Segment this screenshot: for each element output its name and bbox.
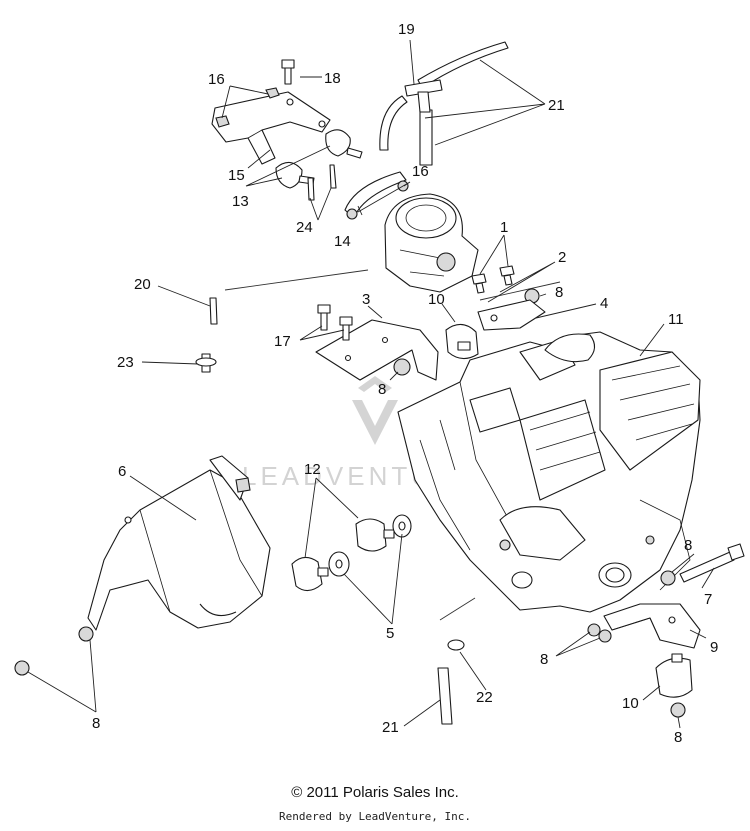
callout-8: 8: [684, 537, 692, 554]
callout-8: 8: [555, 284, 563, 301]
washers-5: [328, 514, 412, 577]
bolts-24: [307, 164, 337, 201]
nut-8-far-left: [14, 660, 30, 676]
copyright-notice: © 2011 Polaris Sales Inc.: [291, 784, 459, 801]
callout-13: 13: [232, 193, 249, 210]
upper-bracket-15: [211, 91, 331, 165]
hose-21-lower: [437, 667, 453, 725]
bolts-17: [317, 304, 353, 341]
callout-21: 21: [382, 719, 399, 736]
nut-8-lower-b: [598, 629, 612, 643]
hose-21-upper: [379, 41, 509, 166]
callout-14: 14: [334, 233, 351, 250]
callout-10: 10: [622, 695, 639, 712]
leader-lines: [27, 39, 715, 729]
bracket-4: [477, 299, 546, 331]
nut-8-middle: [393, 358, 411, 376]
callout-5: 5: [386, 625, 394, 642]
mount-10-lower: [655, 653, 693, 698]
bracket-9: [603, 603, 701, 649]
callout-1: 1: [500, 219, 508, 236]
callout-7: 7: [704, 591, 712, 608]
callout-19: 19: [398, 21, 415, 38]
pin-20: [209, 297, 218, 325]
fitting-23: [195, 353, 217, 373]
callout-8: 8: [378, 381, 386, 398]
nut-8-lower-a: [587, 623, 601, 637]
rendered-by-notice: Rendered by LeadVenture, Inc.: [278, 810, 472, 823]
engine-11: [397, 331, 701, 613]
throttle-body: [384, 193, 479, 293]
nut-8-bolt: [660, 570, 676, 586]
callout-6: 6: [118, 463, 126, 480]
callout-22: 22: [476, 689, 493, 706]
callout-23: 23: [117, 354, 134, 371]
bracket-3: [315, 319, 439, 381]
leadventure-logo-icon: [352, 376, 398, 445]
nut-8-bracket: [78, 626, 94, 642]
callout-8: 8: [540, 651, 548, 668]
callout-9: 9: [710, 639, 718, 656]
tee-fitting-19: [404, 79, 443, 113]
callout-12: 12: [304, 461, 321, 478]
callout-8: 8: [92, 715, 100, 732]
clamp-22: [447, 639, 465, 651]
callout-15: 15: [228, 167, 245, 184]
callout-20: 20: [134, 276, 151, 293]
callout-8: 8: [674, 729, 682, 746]
callout-labels: 1 2 3 4 5 6 7 8 8 8 8 8 8 9 10 10 11 12 …: [92, 21, 718, 746]
bolts-1: [471, 265, 515, 294]
callout-24: 24: [296, 219, 313, 236]
callout-3: 3: [362, 291, 370, 308]
nut-8-bottom: [670, 702, 686, 718]
callout-16: 16: [208, 71, 225, 88]
rubber-mounts-13: [275, 129, 363, 189]
callout-18: 18: [324, 70, 341, 87]
callout-21: 21: [548, 97, 565, 114]
bolt-18: [281, 59, 295, 85]
callout-4: 4: [600, 295, 608, 312]
callout-11: 11: [668, 311, 684, 328]
bolt-7: [679, 543, 745, 583]
callout-16: 16: [412, 163, 429, 180]
callout-2: 2: [558, 249, 566, 266]
mount-10-upper: [445, 323, 479, 360]
mounts-12: [291, 518, 395, 592]
callout-10: 10: [428, 291, 445, 308]
callout-17: 17: [274, 333, 291, 350]
mount-bracket-6: [87, 455, 271, 631]
